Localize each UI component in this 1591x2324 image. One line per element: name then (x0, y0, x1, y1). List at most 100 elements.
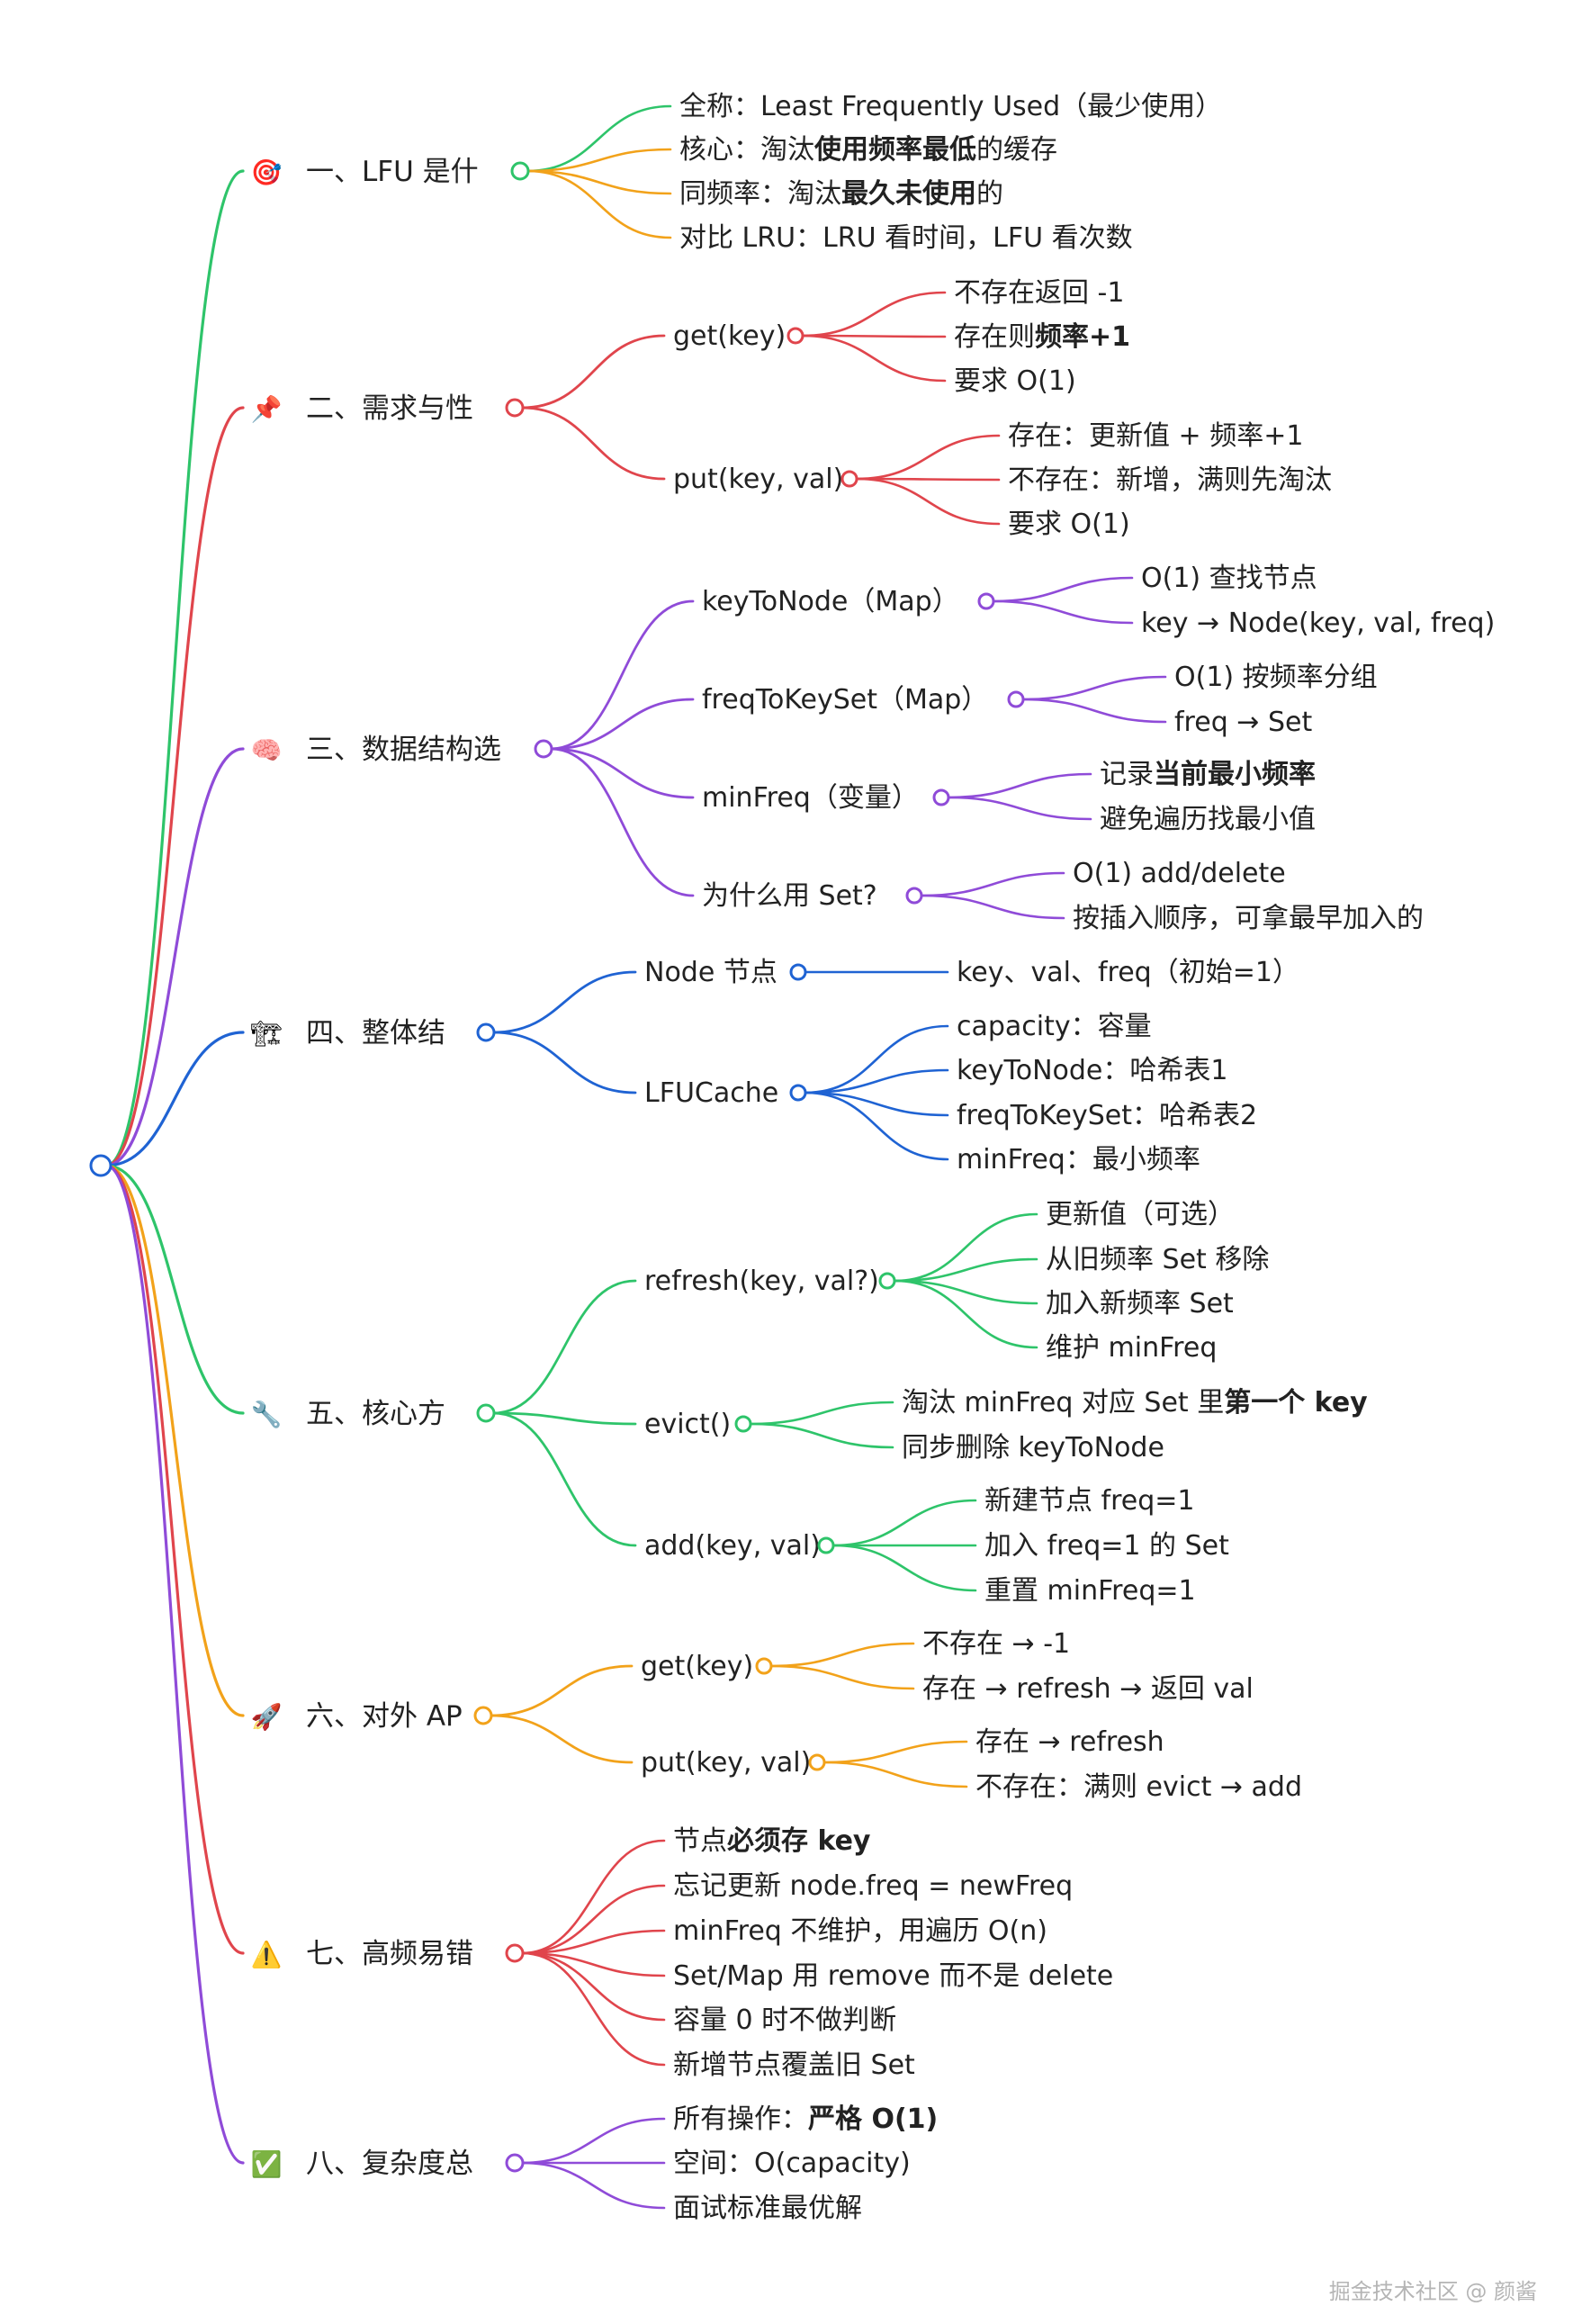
sub-connector (549, 599, 695, 751)
branch-connector (104, 1031, 245, 1167)
leaf-node-text: 更新值（可选） (1046, 1199, 1235, 1230)
leaf-node: 加入新频率 Set (1046, 1288, 1234, 1320)
sub-node-dot[interactable] (787, 327, 804, 345)
sub-node-dot[interactable] (755, 1657, 773, 1675)
sub-connector (491, 970, 637, 1034)
leaf-node: key、val、freq（初始=1） (957, 957, 1299, 988)
leaf-connector (1021, 675, 1167, 701)
sub-node-dot[interactable] (878, 1272, 896, 1290)
leaf-node-text: 的缓存 (976, 134, 1057, 166)
leaf-connector (992, 599, 1134, 625)
leaf-node: key → Node(key, val, freq) (1141, 608, 1495, 639)
sub-node-text: get(key) (673, 320, 786, 352)
leaf-connector (526, 104, 672, 173)
rocket-icon: 🚀 (251, 1702, 283, 1732)
leaf-node: 从旧频率 Set 移除 (1046, 1244, 1269, 1275)
leaf-connector (520, 2161, 666, 2210)
leaf-node-text: 存在则 (954, 321, 1035, 353)
sub-node-dot[interactable] (734, 1415, 752, 1433)
branch-node-dot[interactable] (476, 1022, 496, 1042)
leaf-connector (831, 1499, 977, 1547)
leaf-node-text: 加入 freq=1 的 Set (984, 1530, 1229, 1562)
leaf-node-text: O(1) add/delete (1073, 858, 1286, 889)
sub-node: add(key, val) (644, 1530, 821, 1562)
sub-node-dot[interactable] (789, 963, 807, 981)
root-node[interactable] (89, 1154, 112, 1177)
leaf-connector (947, 772, 1092, 799)
leaf-connector (801, 334, 947, 338)
branch-connector (104, 169, 245, 1167)
sub-node-text: LFUCache (644, 1077, 778, 1109)
leaf-node: 存在 → refresh → 返回 val (922, 1673, 1254, 1705)
leaf-connector (920, 894, 1065, 920)
leaf-node-text: 必须存 key (727, 1825, 871, 1857)
leaf-connector (804, 1068, 949, 1094)
leaf-node-text: 忘记更新 node.freq = newFreq (673, 1870, 1073, 1902)
sub-node-dot[interactable] (840, 470, 858, 488)
branch-connector (104, 406, 245, 1167)
leaf-node: 新增节点覆盖旧 Set (673, 2049, 915, 2081)
leaf-node-text: 存在：更新值 + 频率+1 (1008, 420, 1303, 452)
leaf-node-text: minFreq：最小频率 (957, 1144, 1200, 1176)
leaf-node: 按插入顺序，可拿最早加入的 (1073, 903, 1424, 934)
sub-connector (491, 1411, 637, 1426)
branch-node-dot[interactable] (505, 398, 525, 418)
sub-node: evict() (644, 1409, 731, 1440)
sub-connector (491, 1411, 637, 1547)
branch-node-dot[interactable] (505, 1943, 525, 1963)
branch-node-dot[interactable] (534, 739, 553, 759)
leaf-node: 所有操作：严格 O(1) (673, 2103, 938, 2135)
leaf-node: 对比 LRU：LRU 看时间，LFU 看次数 (679, 222, 1133, 254)
leaf-node-text: 的 (976, 178, 1003, 210)
sub-node-text: put(key, val) (641, 1747, 811, 1779)
branch-connector (104, 1164, 245, 1717)
leaf-node-text: 面试标准最优解 (673, 2193, 862, 2224)
branch-node-dot[interactable] (505, 2153, 525, 2173)
sub-node: LFUCache (644, 1077, 778, 1109)
leaf-connector (822, 1761, 968, 1788)
sub-node-dot[interactable] (977, 592, 995, 610)
branch-connector (104, 1164, 245, 1415)
sub-node-dot[interactable] (905, 887, 923, 905)
sub-node-dot[interactable] (1007, 690, 1025, 708)
leaf-node: 要求 O(1) (1008, 509, 1130, 540)
leaf-node-text: key → Node(key, val, freq) (1141, 608, 1495, 639)
leaf-node-text: 新建节点 freq=1 (984, 1485, 1195, 1517)
branch-node-dot[interactable] (473, 1706, 493, 1725)
leaf-connector (855, 434, 1001, 481)
leaf-node-text: 从旧频率 Set 移除 (1046, 1244, 1269, 1275)
sub-connector (520, 406, 666, 481)
branch-node-dot[interactable] (510, 161, 530, 181)
sub-connector (549, 747, 695, 897)
leaf-connector (992, 576, 1134, 603)
leaf-connector (520, 1884, 666, 1955)
check-icon: ✅ (251, 2149, 283, 2179)
leaf-connector (526, 169, 672, 239)
branch-label: 八、复杂度总 (306, 2148, 473, 2180)
sub-node-dot[interactable] (932, 788, 950, 806)
sub-node-text: 为什么用 Set? (702, 880, 877, 912)
branch-label: 一、LFU 是什 (306, 156, 479, 188)
leaf-node-text: 当前最小频率 (1154, 759, 1316, 790)
wrench-icon: 🔧 (251, 1399, 283, 1429)
leaf-node: 重置 minFreq=1 (984, 1575, 1196, 1607)
leaf-node: 节点必须存 key (673, 1825, 871, 1857)
leaf-connector (520, 2117, 666, 2165)
sub-node-dot[interactable] (817, 1536, 835, 1554)
pushpin-icon: 📌 (251, 393, 283, 424)
leaf-connector (855, 477, 1001, 526)
sub-node: get(key) (673, 320, 786, 352)
sub-node-text: freqToKeySet（Map） (702, 684, 988, 716)
leaf-node: minFreq：最小频率 (957, 1144, 1200, 1176)
leaf-node-text: 所有操作： (673, 2103, 808, 2135)
leaf-node-text: 空间：O(capacity) (673, 2148, 911, 2179)
leaf-node-text: 对比 LRU：LRU 看时间，LFU 看次数 (679, 222, 1133, 254)
sub-node-text: evict() (644, 1409, 731, 1440)
sub-node-dot[interactable] (789, 1084, 807, 1102)
leaf-node: 不存在：新增，满则先淘汰 (1008, 464, 1332, 496)
leaf-node: 核心：淘汰使用频率最低的缓存 (679, 134, 1057, 166)
sub-node-dot[interactable] (808, 1753, 826, 1771)
leaf-connector (893, 1212, 1038, 1283)
branch-node-dot[interactable] (476, 1403, 496, 1423)
